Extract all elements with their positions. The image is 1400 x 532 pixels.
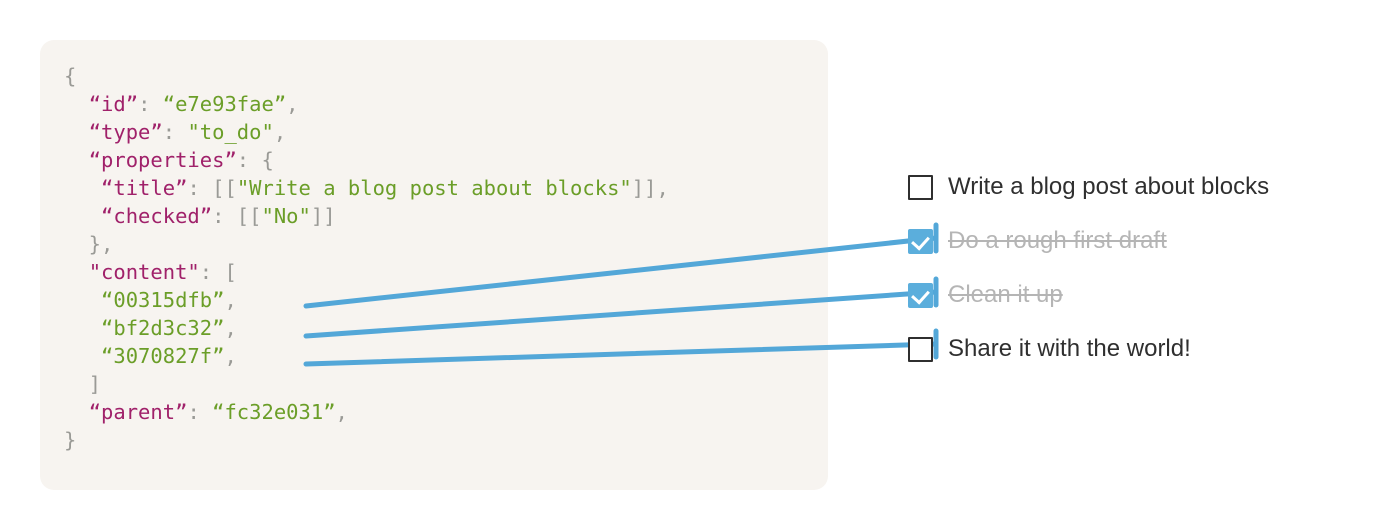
todo-row[interactable]: Do a rough first draft — [908, 214, 1378, 268]
code-line: “checked”: [["No"]] — [101, 204, 336, 228]
json-code-panel: { “id”: “e7e93fae”, “type”: "to_do", “pr… — [40, 40, 828, 490]
checkbox-checked-icon[interactable] — [908, 282, 933, 308]
todo-checklist: Write a blog post about blocks Do a rough… — [908, 160, 1378, 376]
todo-label: Clean it up — [948, 281, 1063, 308]
code-line: “type”: "to_do", — [88, 120, 287, 144]
code-line: “title”: [["Write a blog post about bloc… — [101, 176, 669, 200]
json-code-block: { “id”: “e7e93fae”, “type”: "to_do", “pr… — [64, 62, 669, 454]
checkbox-unchecked-icon[interactable] — [908, 174, 933, 200]
code-line: }, — [64, 232, 114, 256]
code-line: “00315dfb”, — [101, 288, 237, 312]
todo-row[interactable]: Clean it up — [908, 268, 1378, 322]
code-line: ] — [64, 372, 102, 396]
code-line: “id”: “e7e93fae”, — [88, 92, 299, 116]
todo-label: Share it with the world! — [948, 335, 1191, 362]
todo-row[interactable]: Write a blog post about blocks — [908, 160, 1378, 214]
code-line: "content": [ — [88, 260, 237, 284]
todo-row[interactable]: Share it with the world! — [908, 322, 1378, 376]
todo-label: Do a rough first draft — [948, 227, 1167, 254]
code-line: “properties”: { — [88, 148, 274, 172]
code-line: “parent”: “fc32e031”, — [88, 400, 348, 424]
checkbox-unchecked-icon[interactable] — [908, 336, 933, 362]
code-line: “3070827f”, — [101, 344, 237, 368]
checkbox-checked-icon[interactable] — [908, 228, 933, 254]
code-line: { — [64, 64, 77, 88]
todo-label: Write a blog post about blocks — [948, 173, 1270, 200]
code-line: } — [64, 428, 77, 452]
code-line: “bf2d3c32”, — [101, 316, 237, 340]
